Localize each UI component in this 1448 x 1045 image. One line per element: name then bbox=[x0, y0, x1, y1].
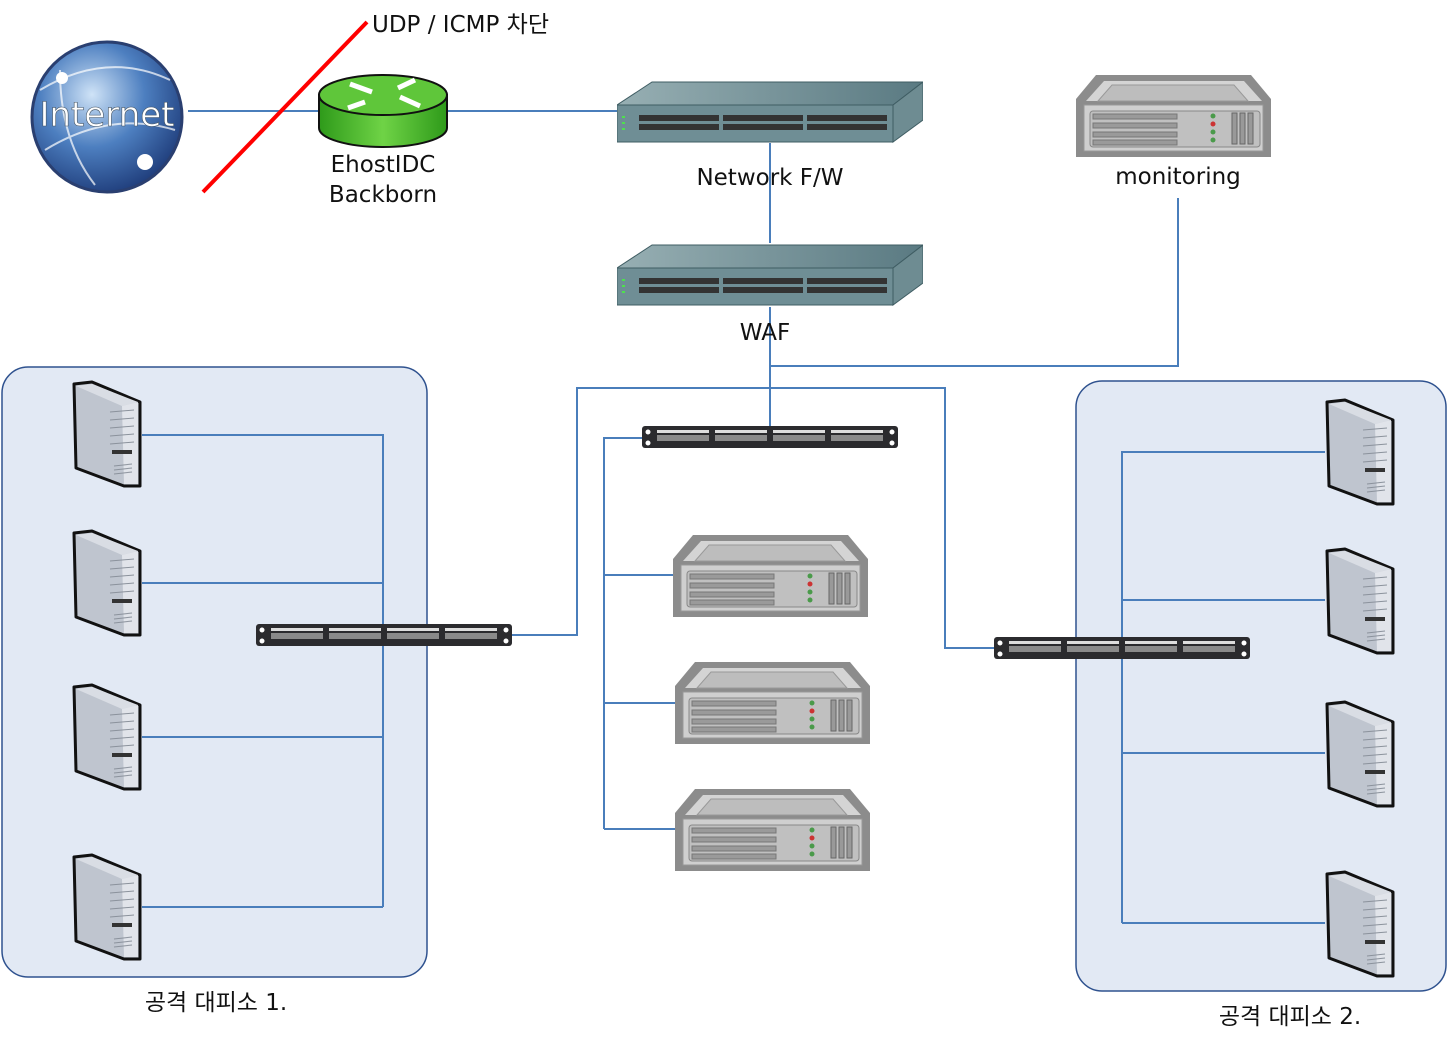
block-label: UDP / ICMP 차단 bbox=[372, 12, 549, 38]
tower-server-icon bbox=[72, 853, 142, 961]
firewall-label: Network F/W bbox=[696, 165, 843, 191]
monitoring-link bbox=[770, 198, 1179, 367]
shelter2-label: 공격 대피소 2. bbox=[1219, 1004, 1361, 1030]
tower-server-icon bbox=[72, 683, 142, 791]
tower-server-icon bbox=[72, 529, 142, 637]
links bbox=[142, 110, 1325, 924]
internet-globe-icon: Internet bbox=[30, 40, 184, 194]
router-icon bbox=[318, 74, 448, 148]
monitoring-server-icon bbox=[1076, 74, 1271, 158]
tower-server-icon bbox=[1325, 547, 1395, 655]
tower-server-icon bbox=[72, 380, 142, 488]
rack-server-icon bbox=[675, 661, 870, 744]
firewall-switch-icon bbox=[617, 81, 923, 143]
shelter-uplinks bbox=[511, 387, 994, 649]
shelter1-patch-panel-icon bbox=[256, 624, 512, 646]
tower-server-icon bbox=[1325, 870, 1395, 978]
monitoring-label: monitoring bbox=[1115, 164, 1241, 190]
waf-switch-icon bbox=[617, 244, 923, 306]
rack-server-icon bbox=[673, 534, 868, 617]
rack-links bbox=[603, 437, 677, 830]
core-patch-panel-icon bbox=[642, 426, 898, 448]
uplink-lines bbox=[188, 110, 771, 426]
router-label-line1: EhostIDC bbox=[331, 152, 436, 178]
shelter2-links bbox=[1121, 451, 1325, 924]
rack-server-icon bbox=[675, 788, 870, 871]
waf-label: WAF bbox=[740, 320, 790, 346]
shelter1-label: 공격 대피소 1. bbox=[145, 990, 287, 1016]
tower-server-icon bbox=[1325, 700, 1395, 808]
shelter2-patch-panel-icon bbox=[994, 637, 1250, 659]
shelter1-links bbox=[142, 434, 384, 908]
shelter1-group bbox=[1, 366, 428, 978]
shelter2-group bbox=[1075, 380, 1447, 992]
block-line bbox=[201, 20, 369, 194]
internet-label: Internet bbox=[39, 95, 174, 135]
router-label-line2: Backborn bbox=[329, 182, 437, 208]
tower-server-icon bbox=[1325, 398, 1395, 506]
